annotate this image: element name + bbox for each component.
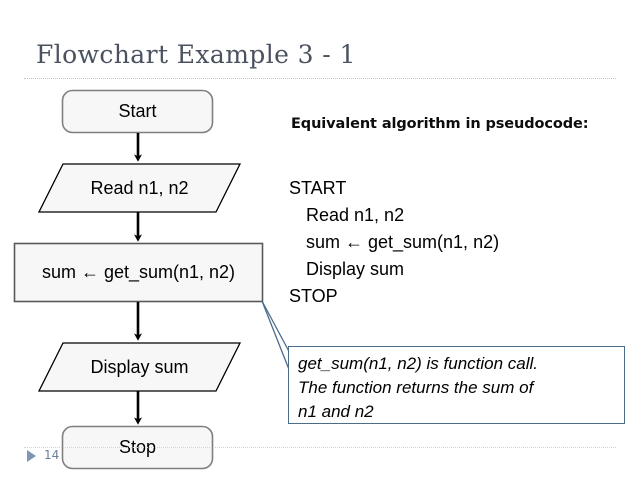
pseudocode-line: sum ← get_sum(n1, n2)	[306, 232, 500, 252]
footer-divider	[24, 447, 616, 448]
flow-node-display[interactable]	[37, 342, 242, 392]
pseudocode-line: Read n1, n2	[306, 205, 405, 225]
pseudocode-heading: Equivalent algorithm in pseudocode:	[291, 116, 589, 132]
pseudocode-line: STOP	[289, 286, 338, 306]
pseudocode-line: Display sum	[306, 259, 405, 279]
callout-box: get_sum(n1, n2) is function call. The fu…	[288, 346, 625, 424]
page-number: 14	[44, 448, 60, 462]
pseudocode-block: START Read n1, n2 sum ← get_sum(n1, n2) …	[289, 175, 619, 310]
callout-line: n1 and n2	[298, 402, 374, 421]
callout-leader-line-extension	[261, 300, 291, 373]
title-divider	[24, 78, 616, 79]
flow-node-read[interactable]	[37, 163, 242, 213]
pseudocode-line: START	[289, 178, 347, 198]
flow-node-process[interactable]	[13, 242, 264, 303]
flow-node-start[interactable]	[61, 89, 214, 134]
flowchart-diagram	[13, 89, 300, 470]
callout-line: The function returns the sum of	[298, 378, 534, 397]
triangle-right-icon	[27, 450, 36, 462]
page-title: Flowchart Example 3 - 1	[36, 40, 356, 69]
callout-line: get_sum(n1, n2) is function call.	[298, 354, 539, 373]
